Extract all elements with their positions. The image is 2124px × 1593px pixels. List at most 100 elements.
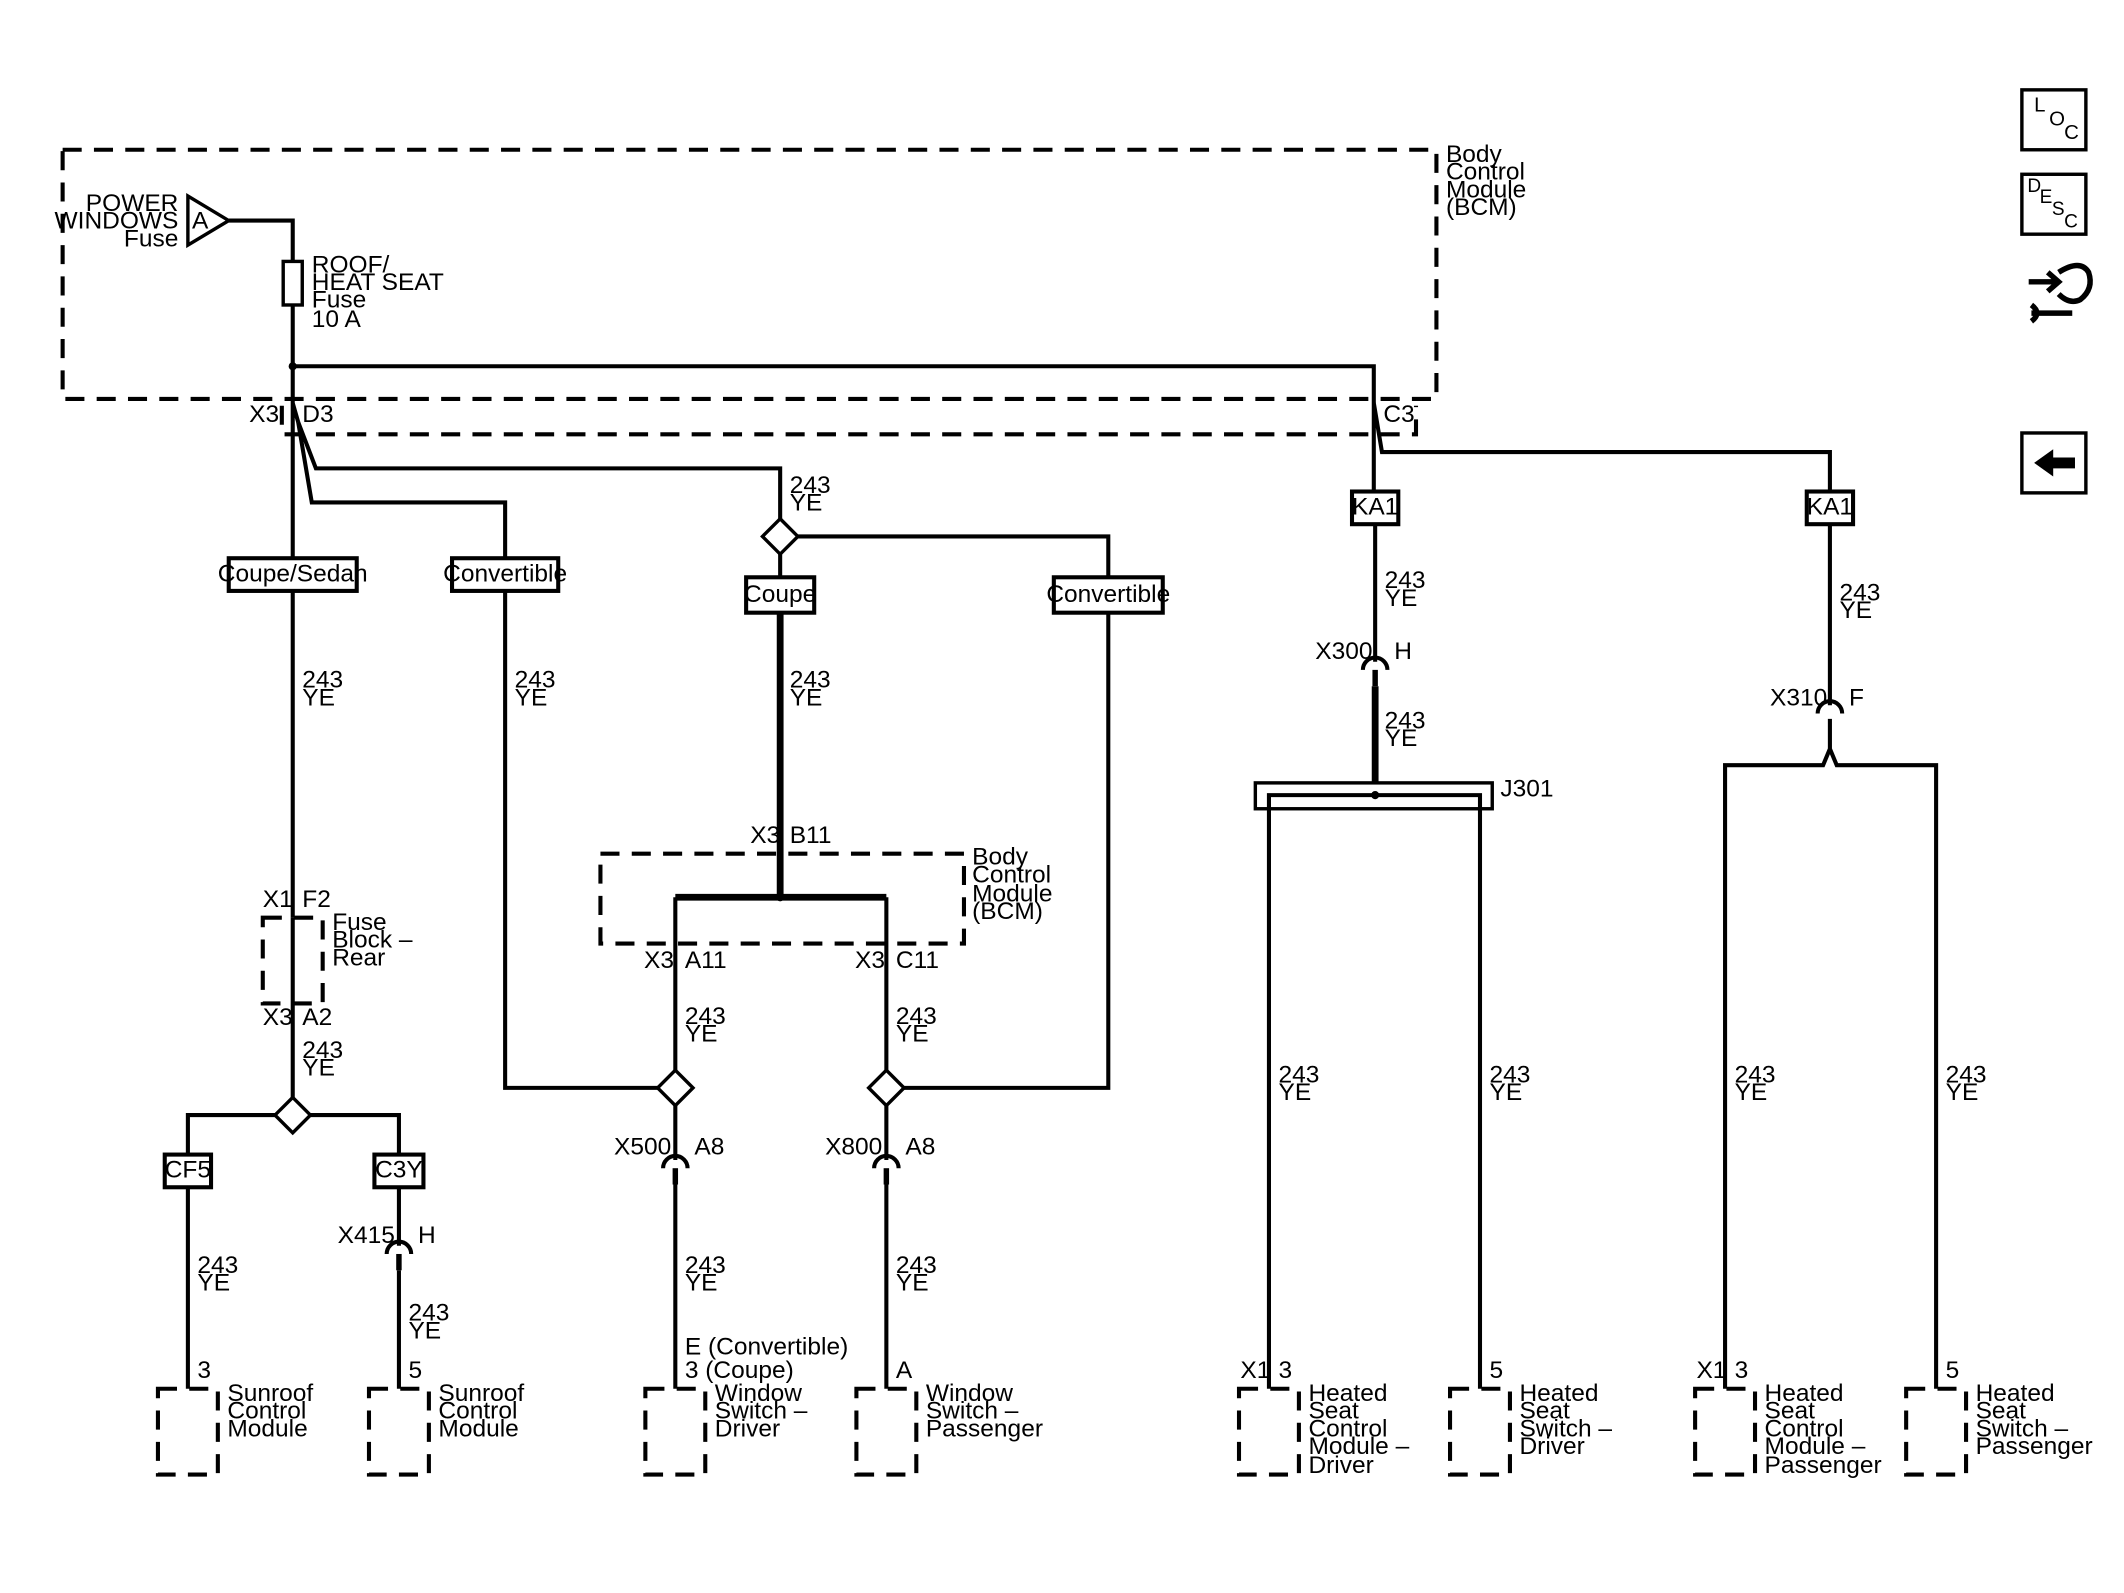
power-windows-connector-arrow <box>186 193 233 249</box>
connector-x3-a2: X3 <box>263 1004 293 1031</box>
svg-text:ROOF/: ROOF/ <box>312 251 390 278</box>
svg-text:(BCM): (BCM) <box>972 898 1043 925</box>
svg-text:243: 243 <box>790 472 831 499</box>
convertible-branch-wire <box>296 421 508 559</box>
connector-x1: X1 <box>1240 1357 1270 1384</box>
pin-5: 5 <box>408 1357 422 1384</box>
convertible-right-wire <box>904 612 1111 1090</box>
bcm-inner-enclosure <box>598 851 967 946</box>
svg-text:YE: YE <box>685 1021 718 1048</box>
heated-seat-switch-driver-label: Heated Seat Switch – Driver <box>1519 1380 1612 1460</box>
svg-text:Window: Window <box>926 1380 1013 1407</box>
wire-label: 243 YE <box>1278 1061 1319 1106</box>
pin-3: 3 <box>1735 1357 1749 1384</box>
sunroof-module-label: Sunroof Control Module <box>227 1380 313 1442</box>
svg-text:YE: YE <box>790 684 823 711</box>
wire-label: 243 YE <box>197 1252 238 1297</box>
svg-text:Switch –: Switch – <box>1519 1415 1612 1442</box>
wire-label: 243 YE <box>1839 579 1880 624</box>
svg-text:Switch –: Switch – <box>1976 1415 2069 1442</box>
svg-text:Passenger: Passenger <box>926 1415 1043 1442</box>
option-coupe-sedan-label: Coupe/Sedan <box>218 560 368 587</box>
option-splice-diamond <box>760 516 801 557</box>
wire-label: 243 YE <box>1490 1061 1531 1106</box>
svg-text:Module: Module <box>972 880 1052 907</box>
pin-a: A <box>896 1357 913 1384</box>
pin-5: 5 <box>1946 1357 1960 1384</box>
wire-label: 243 YE <box>1385 707 1426 752</box>
x415-connector-symbol <box>384 1239 414 1255</box>
connector-x1-f2: X1 <box>263 886 293 913</box>
option-coupe-sedan-box <box>226 556 359 593</box>
wire-label: 243 YE <box>408 1300 449 1345</box>
svg-text:YE: YE <box>302 1055 335 1082</box>
option-ka1-label: KA1 <box>1807 494 1853 521</box>
svg-text:Module –: Module – <box>1308 1433 1409 1460</box>
svg-text:243: 243 <box>515 667 556 694</box>
svg-text:YE: YE <box>1278 1079 1311 1106</box>
svg-text:HEAT SEAT: HEAT SEAT <box>312 269 444 296</box>
svg-text:YE: YE <box>1839 597 1872 624</box>
svg-text:243: 243 <box>1839 579 1880 606</box>
heated-seat-module-driver-box <box>1236 1386 1301 1477</box>
wire-label: 243 YE <box>1385 567 1426 612</box>
connector-x1: X1 <box>1696 1357 1726 1384</box>
sunroof-splice-diamond <box>272 1094 313 1136</box>
pin-a11: A11 <box>685 947 727 974</box>
svg-text:243: 243 <box>1946 1061 1987 1088</box>
heated-seat-switch-driver-box <box>1447 1386 1512 1477</box>
desc-icon[interactable]: D E S C <box>2020 172 2088 236</box>
option-convertible-label: Convertible <box>1046 581 1170 608</box>
option-cf5-label: CF5 <box>165 1157 211 1184</box>
sunroof-module-box <box>366 1386 431 1477</box>
bcm-internal-bus-wire <box>292 364 1376 404</box>
svg-text:243: 243 <box>896 1003 937 1030</box>
x310-split-wire <box>1723 718 1939 1389</box>
window-switch-driver-box <box>643 1386 708 1477</box>
svg-text:L: L <box>2034 95 2045 117</box>
svg-text:Module –: Module – <box>1765 1433 1866 1460</box>
pin-h: H <box>418 1222 436 1249</box>
connector-x3-c11: X3 <box>855 947 885 974</box>
svg-text:Module: Module <box>227 1415 307 1442</box>
wire-label: 243 YE <box>685 1252 726 1297</box>
svg-text:Control: Control <box>1446 159 1525 186</box>
wire-label: 243 YE <box>896 1252 937 1297</box>
svg-text:Driver: Driver <box>1519 1433 1584 1460</box>
connector-x800: X800 <box>825 1134 882 1161</box>
svg-text:243: 243 <box>1490 1061 1531 1088</box>
connector-tool-icon[interactable] <box>2028 262 2093 324</box>
svg-text:Fuse: Fuse <box>332 909 386 936</box>
pin-f: F <box>1849 684 1864 711</box>
svg-text:YE: YE <box>197 1270 230 1297</box>
option-convertible-label: Convertible <box>443 560 567 587</box>
svg-text:Control: Control <box>227 1398 306 1425</box>
svg-text:Fuse: Fuse <box>124 225 178 252</box>
coupe-branch-wire <box>296 421 783 522</box>
back-arrow-icon[interactable] <box>2020 431 2088 495</box>
heated-seat-module-driver-label: Heated Seat Control Module – Driver <box>1308 1380 1409 1479</box>
svg-text:Seat: Seat <box>1519 1398 1570 1425</box>
svg-text:E: E <box>2040 187 2053 208</box>
svg-text:YE: YE <box>790 490 823 517</box>
svg-text:Driver: Driver <box>715 1415 780 1442</box>
pin-e-convertible: E (Convertible) <box>685 1334 848 1361</box>
svg-text:243: 243 <box>302 1037 343 1064</box>
svg-text:Heated: Heated <box>1976 1380 2055 1407</box>
svg-text:Window: Window <box>715 1380 802 1407</box>
connector-x3-d3: X3 <box>249 401 279 428</box>
wire-label: 243 YE <box>302 667 343 712</box>
option-ka1-label: KA1 <box>1352 494 1398 521</box>
svg-text:243: 243 <box>1385 707 1426 734</box>
j301-bus-wire <box>1266 793 1483 1389</box>
wire-label: 243 YE <box>1735 1061 1776 1106</box>
svg-text:Heated: Heated <box>1519 1380 1598 1407</box>
pin-a2: A2 <box>302 1004 332 1031</box>
pin-5: 5 <box>1490 1357 1504 1384</box>
connector-x3-b11: X3 <box>750 822 780 849</box>
loc-icon[interactable]: L O C <box>2020 88 2088 152</box>
pin-a8: A8 <box>905 1134 935 1161</box>
svg-text:YE: YE <box>896 1021 929 1048</box>
fuse-block-rear-enclosure <box>260 915 325 1006</box>
